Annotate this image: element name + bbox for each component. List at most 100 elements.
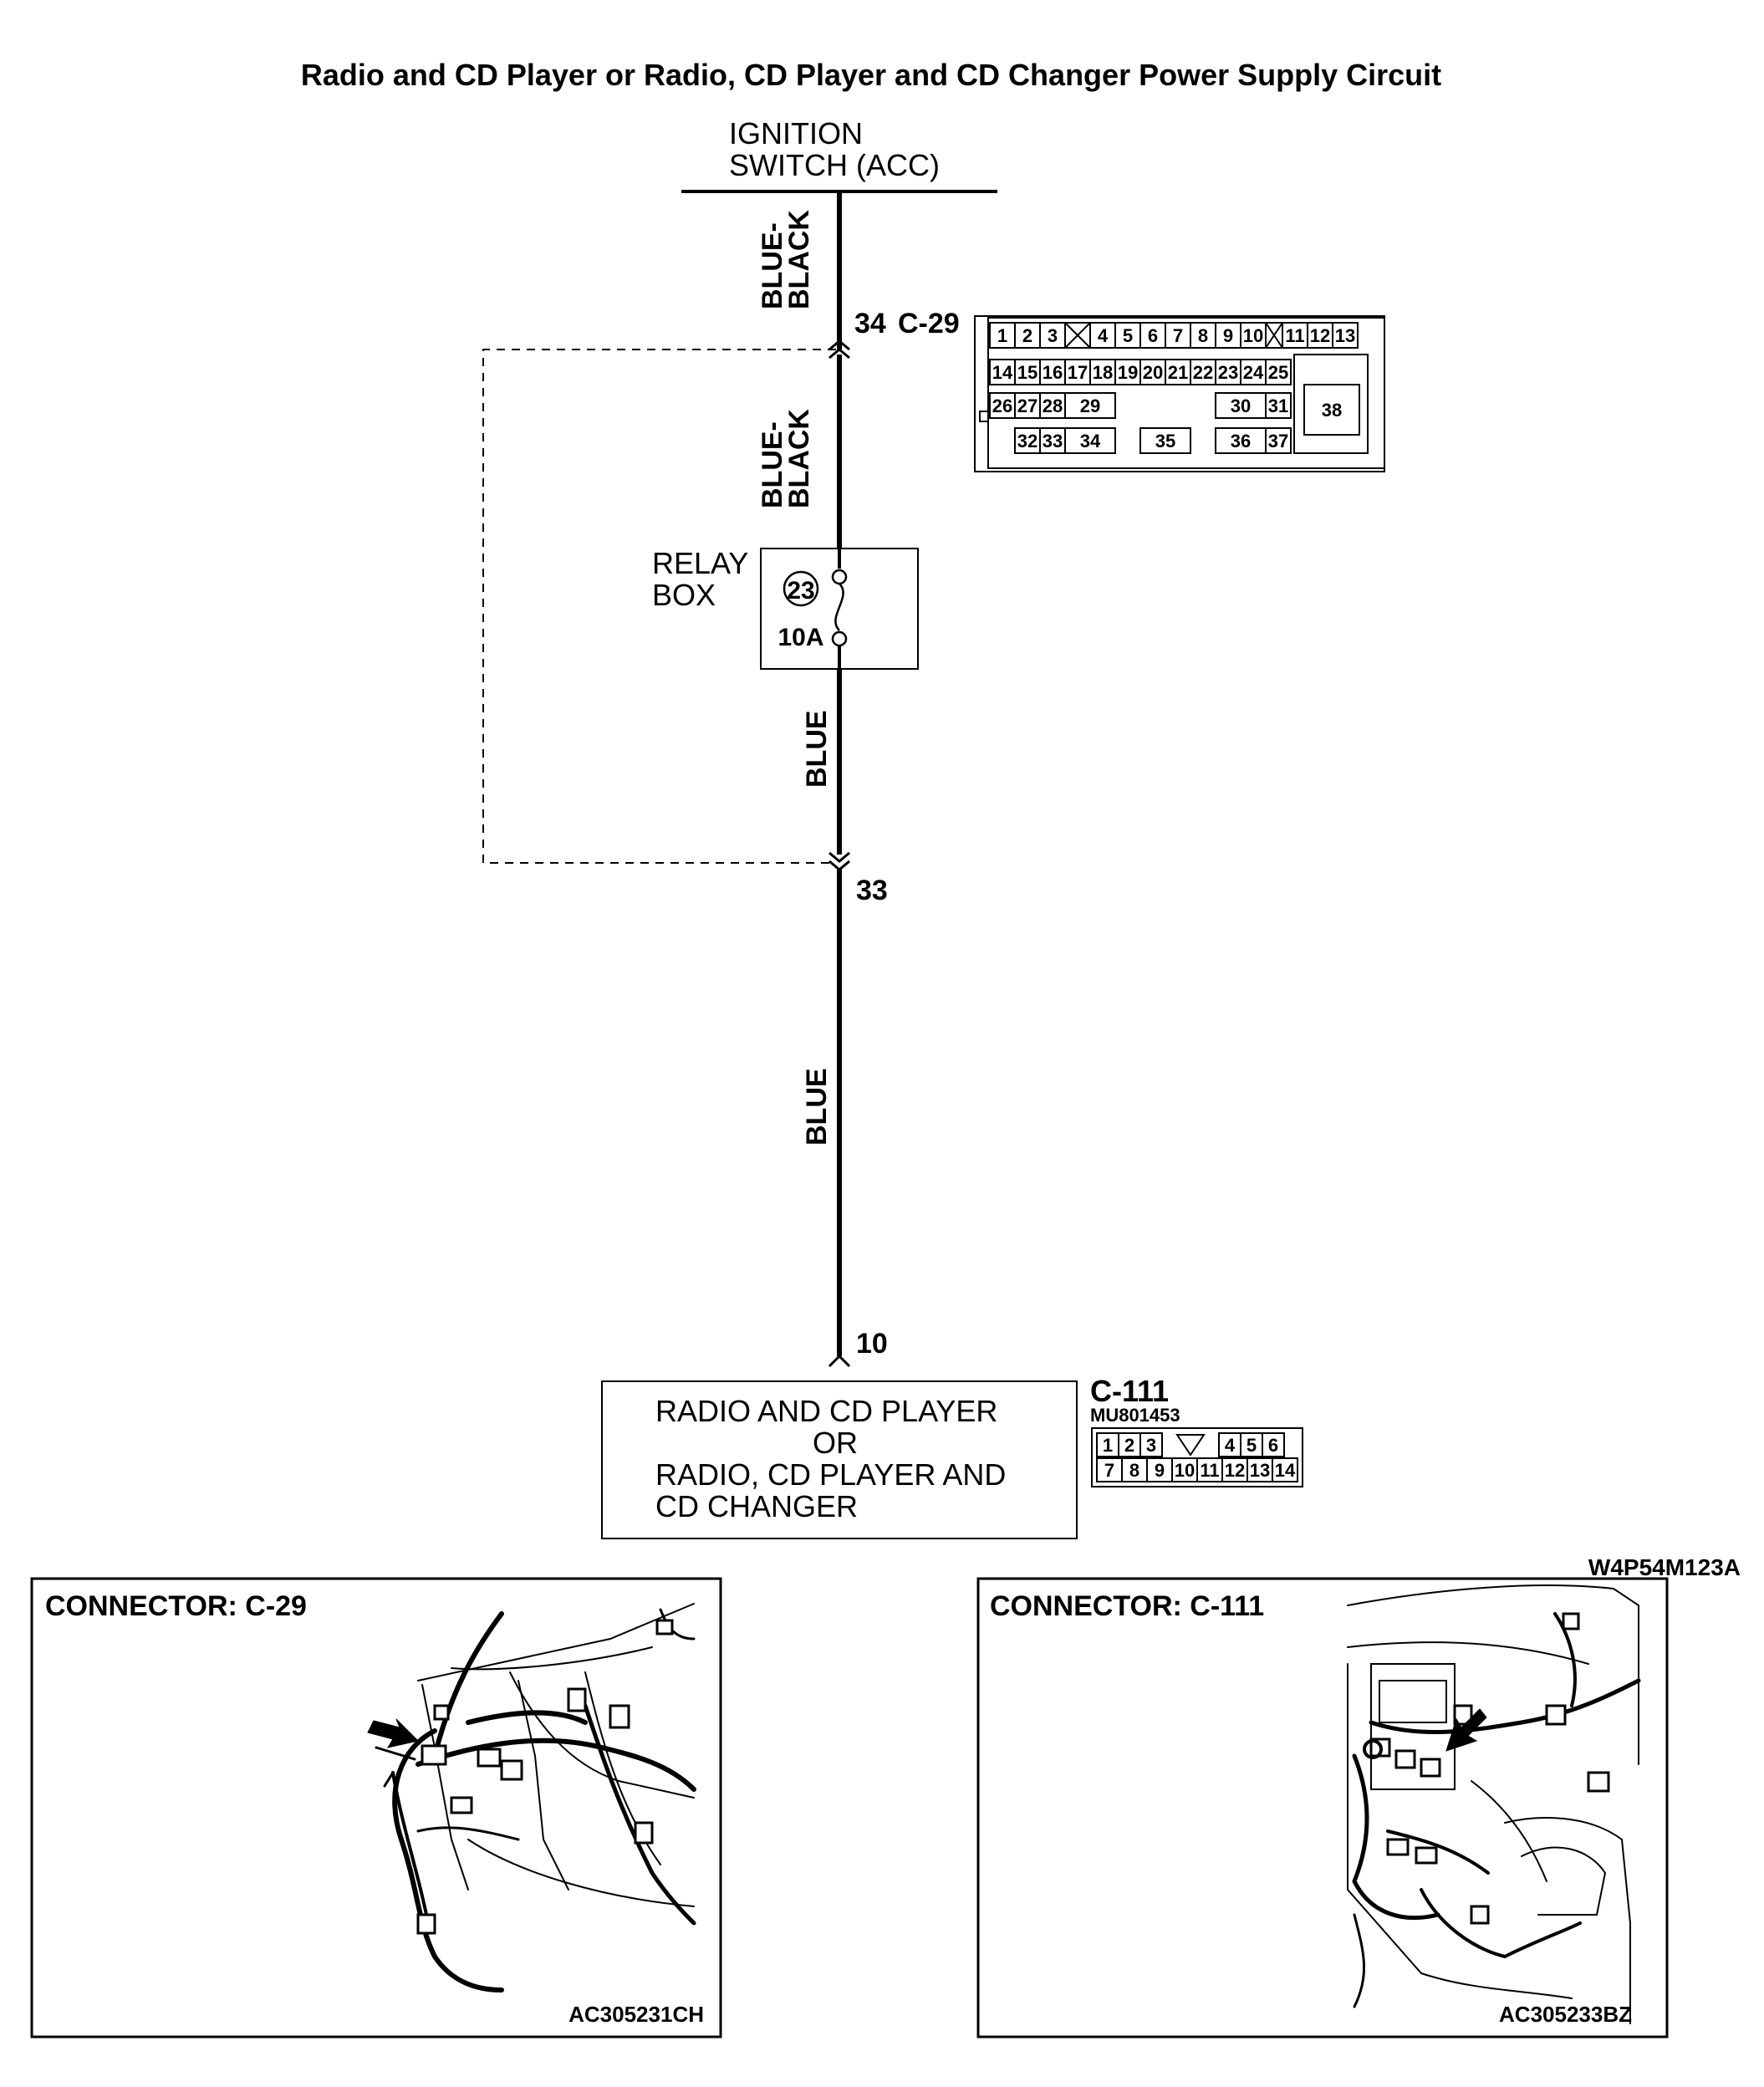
pin-33-label: 33 [856,875,888,906]
c29-pin-label: 22 [1193,362,1213,383]
relay-box-label-line1: RELAY [652,546,748,580]
connector-c29-bracket [482,349,836,864]
diagram-title: Radio and CD Player or Radio, CD Player … [301,58,1441,92]
dashboard-harness-illustration-right [1347,1584,1641,2024]
c111-pin-label: 1 [1103,1435,1113,1456]
c29-pin-label: 36 [1231,431,1251,452]
c29-cell [1039,359,1066,385]
connector-c29-label: C-29 [898,308,960,339]
load-label-line3: RADIO, CD PLAYER AND [655,1457,1006,1492]
c29-cell [1190,359,1216,385]
source-label-line2: SWITCH (ACC) [729,148,940,182]
c29-pin-label: 30 [1231,395,1251,416]
c29-large-terminal-housing [1293,354,1369,454]
c29-pin-label: 35 [1155,431,1175,452]
c29-cell [989,359,1016,385]
connector-c111-part-number: MU801453 [1090,1405,1180,1426]
c29-pin-label: 15 [1017,362,1037,383]
c29-pin-label: 27 [1017,395,1037,416]
c29-pin-label: 13 [1335,325,1355,346]
c29-pin-label: 29 [1080,395,1100,416]
c29-pin-label: 38 [1322,400,1342,421]
pin-10-label: 10 [856,1328,888,1360]
c111-pin-label: 10 [1175,1460,1195,1481]
location-arrow-icon [367,1718,419,1748]
c29-pin-label: 6 [1148,325,1158,346]
connector-10-symbol [828,1354,851,1368]
c111-pin-label: 6 [1268,1435,1278,1456]
connector-33-symbol [828,851,850,871]
c111-cell [1240,1432,1263,1457]
c29-pin-label: 1 [997,325,1007,346]
c111-pin-label: 14 [1275,1460,1296,1481]
wire-color-label-2: BLUE-BLACK [757,409,815,508]
panel-right-code: AC305233BZ [1499,2002,1632,2027]
c29-pin-label: 5 [1123,325,1133,346]
relay-box-label-line2: BOX [652,578,716,612]
c29-cell [1240,359,1267,385]
c29-cell [1332,322,1359,349]
c111-cell [1096,1457,1123,1482]
c29-cell [1139,359,1166,385]
c29-inner-frame [987,317,1385,469]
c29-pin-label: 33 [1043,431,1063,452]
c29-cell [1303,384,1360,436]
fuse-symbol [831,549,848,669]
c29-cell [1064,392,1116,419]
c111-pin-label: 2 [1124,1435,1134,1456]
c29-pin-label: 23 [1218,362,1238,383]
c29-pin-label: 32 [1017,431,1037,452]
figure-id: W4P54M123A [1588,1554,1741,1580]
c29-pin-label: 17 [1068,362,1088,383]
c29-cell [1139,427,1191,454]
c29-pin-label: 14 [992,362,1013,383]
wire-color-label-4: BLUE [801,1068,833,1146]
c29-pin-label: 28 [1043,395,1063,416]
c29-cell [1064,427,1116,454]
c29-cell [1039,322,1066,349]
dashboard-harness-illustration-left [375,1603,696,1993]
location-arrow-icon [1445,1708,1487,1752]
panel-left-code: AC305231CH [568,2002,704,2027]
c29-pin-label: 34 [1080,431,1101,452]
c111-pin-label: 7 [1104,1460,1114,1481]
c29-cell [1265,427,1292,454]
c29-pin-label: 8 [1198,325,1208,346]
c29-cell [1282,322,1308,349]
c29-cell [1215,427,1267,454]
c29-pin-label: 24 [1243,362,1264,383]
wire-color-label-1: BLUE-BLACK [757,210,815,309]
c29-pin-label: 21 [1168,362,1188,383]
c29-pin-label: 37 [1268,431,1288,452]
load-label-line2: OR [813,1426,858,1460]
panel-right-title: CONNECTOR: C-111 [990,1590,1264,1622]
c111-pin-label: 8 [1129,1460,1139,1481]
c111-pin-label: 12 [1225,1460,1245,1481]
c29-cell [1014,359,1041,385]
c111-key-notch [1175,1434,1206,1457]
c29-pin-label: 26 [992,395,1012,416]
c29-cell [1014,427,1041,454]
connector-c111-label: C-111 [1090,1374,1169,1408]
c111-pin-label: 9 [1155,1460,1165,1481]
c29-pin-label: 20 [1143,362,1163,383]
c111-pin-label: 5 [1247,1435,1257,1456]
c29-pin-label: 4 [1098,325,1109,346]
c29-pin-label: 10 [1243,325,1263,346]
c29-pin-label: 9 [1223,325,1233,346]
fuse-number-circle [783,570,819,607]
c29-pin-label: 19 [1118,362,1138,383]
c29-pin-label: 11 [1285,325,1304,346]
c29-cell [1307,322,1333,349]
load-label-line4: CD CHANGER [655,1489,858,1523]
c111-cell [1196,1457,1223,1482]
c29-cell [1265,392,1292,419]
panel-left-title: CONNECTOR: C-29 [45,1590,307,1622]
pin-34-label: 34 [854,308,886,339]
c111-pin-label: 4 [1225,1435,1236,1456]
c111-cell [1118,1432,1141,1457]
c111-cell [1272,1457,1298,1482]
c29-lock-tab [979,411,989,422]
